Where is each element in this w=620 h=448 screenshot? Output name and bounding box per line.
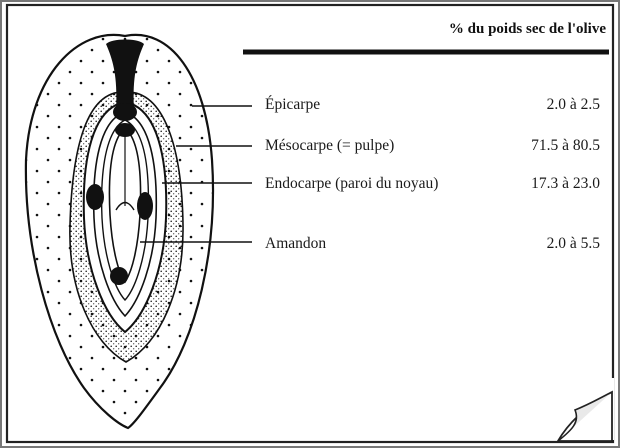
vascular-bundle-right	[137, 192, 153, 220]
page-curl	[558, 378, 614, 441]
value-mesocarpe: 71.5 à 80.5	[510, 138, 600, 154]
value-endocarpe: 17.3 à 23.0	[510, 176, 600, 192]
label-amandon: Amandon	[265, 236, 326, 252]
label-mesocarpe: Mésocarpe (= pulpe)	[265, 138, 394, 154]
label-endocarpe: Endocarpe (paroi du noyau)	[265, 176, 438, 192]
value-epicarpe: 2.0 à 2.5	[510, 97, 600, 113]
value-amandon: 2.0 à 5.5	[510, 236, 600, 252]
vascular-bundle-bottom	[110, 267, 128, 285]
vascular-bundle-left	[86, 184, 104, 210]
table-header: % du poids sec de l'olive	[392, 21, 606, 38]
label-epicarpe: Épicarpe	[265, 97, 320, 113]
